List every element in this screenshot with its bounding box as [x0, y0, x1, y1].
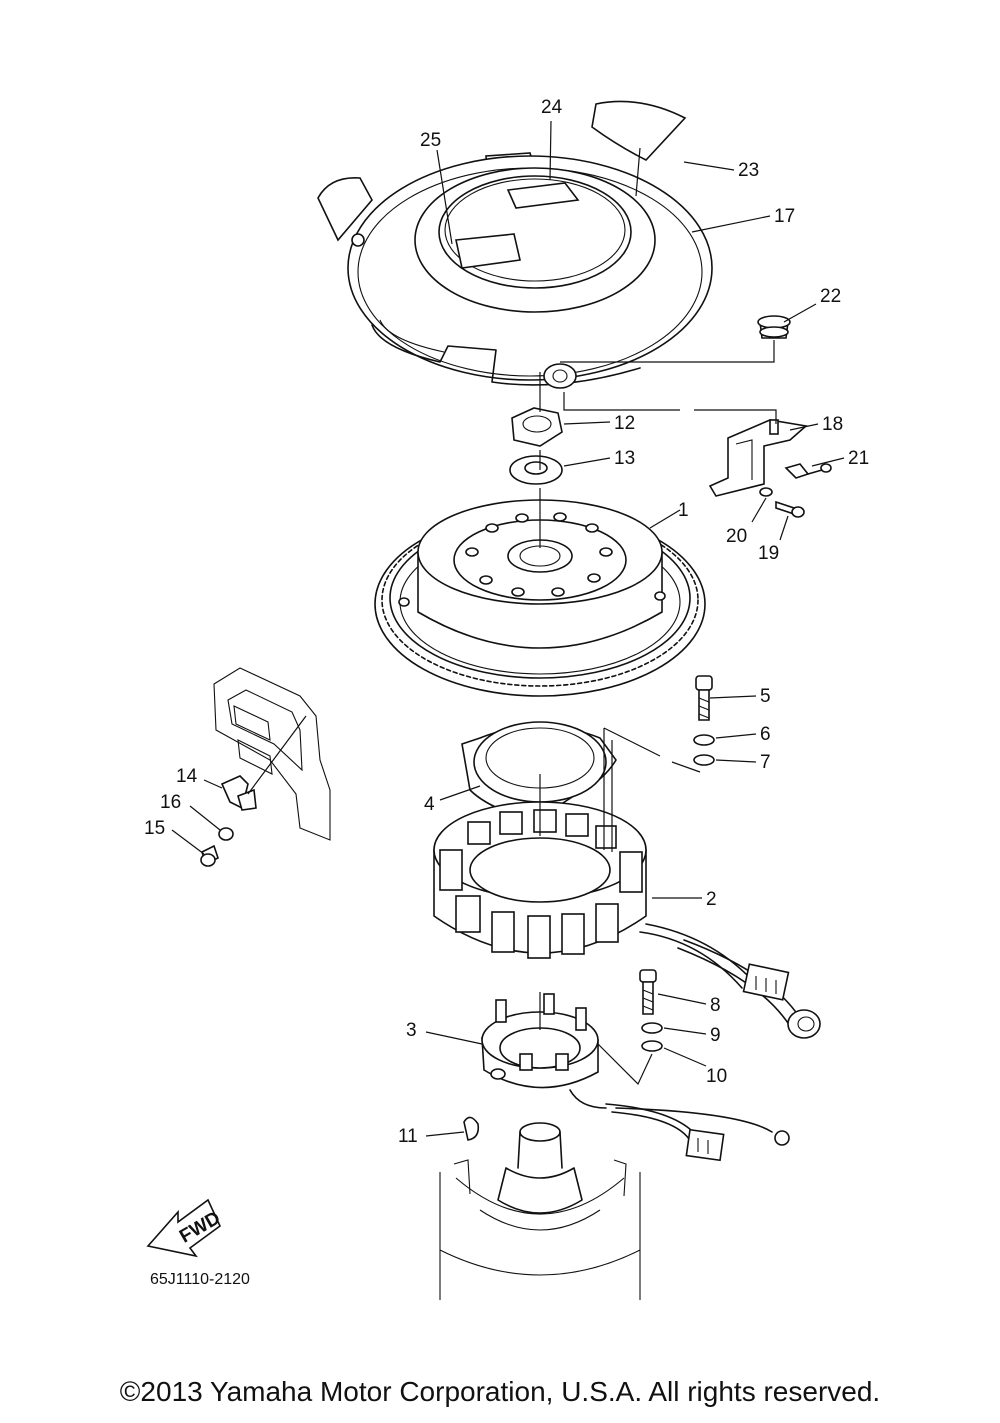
- callout-labels: 24 25 23 17 22 12 13 18 21 20 19 1 5 6 7…: [144, 97, 869, 1147]
- callout-7: 7: [760, 752, 771, 773]
- woodruff-key: [463, 1116, 480, 1141]
- callout-25: 25: [420, 130, 441, 151]
- callout-4: 4: [424, 794, 435, 815]
- washer-10: [641, 1040, 663, 1052]
- bracket-panel-outline: [213, 667, 331, 841]
- pulser-wire-harness: [569, 1089, 790, 1162]
- nut: [511, 407, 563, 447]
- pulser-coil-base: [481, 993, 599, 1089]
- leader-lines: [171, 120, 845, 1137]
- callout-14: 14: [176, 766, 198, 787]
- callout-21: 21: [848, 448, 869, 469]
- callout-23: 23: [738, 160, 759, 181]
- callout-11: 11: [398, 1126, 418, 1147]
- copyright-notice: ©2013 Yamaha Motor Corporation, U.S.A. A…: [119, 1376, 881, 1407]
- washer-7: [693, 754, 715, 766]
- lock-washer-9: [641, 1022, 663, 1034]
- callout-8: 8: [710, 995, 721, 1016]
- bolt-8: [639, 969, 657, 1015]
- callout-17: 17: [774, 206, 795, 227]
- callout-2: 2: [706, 889, 717, 910]
- flywheel: [374, 499, 706, 697]
- callout-18: 18: [822, 414, 843, 435]
- lock-washer-6: [693, 734, 715, 746]
- washer-13: [509, 455, 563, 485]
- washer-20: [759, 487, 773, 497]
- callout-1: 1: [678, 500, 689, 521]
- bolt-5: [695, 675, 713, 721]
- callout-5: 5: [760, 686, 771, 707]
- drawing-code: 65J1110-2120: [150, 1271, 250, 1288]
- callout-20: 20: [726, 526, 747, 547]
- flywheel-cover: [317, 152, 713, 389]
- callout-10: 10: [706, 1066, 727, 1087]
- crankcase-outline: [439, 1122, 641, 1300]
- callout-22: 22: [820, 286, 841, 307]
- label-23-decal: [591, 100, 687, 161]
- washer-16: [218, 827, 234, 841]
- callout-9: 9: [710, 1025, 721, 1046]
- stator: [433, 801, 647, 959]
- callout-19: 19: [758, 543, 779, 564]
- label-24-shape: [506, 182, 580, 209]
- bracket: [708, 419, 808, 497]
- bolt-19: [775, 500, 805, 518]
- fwd-arrow-icon: FWD: [146, 1198, 224, 1258]
- callout-15: 15: [144, 818, 165, 839]
- clip: [784, 463, 832, 479]
- callout-3: 3: [406, 1020, 417, 1041]
- callout-13: 13: [614, 448, 635, 469]
- stator-base-plate: [461, 721, 617, 823]
- callout-16: 16: [160, 792, 181, 813]
- callout-12: 12: [614, 413, 635, 434]
- callout-24: 24: [541, 97, 563, 118]
- clamp-14: [220, 775, 257, 811]
- stator-wire-harness: [639, 923, 821, 1039]
- grommet: [757, 315, 791, 339]
- label-25-shape: [455, 233, 521, 269]
- bolt-15: [200, 844, 219, 867]
- callout-6: 6: [760, 724, 771, 745]
